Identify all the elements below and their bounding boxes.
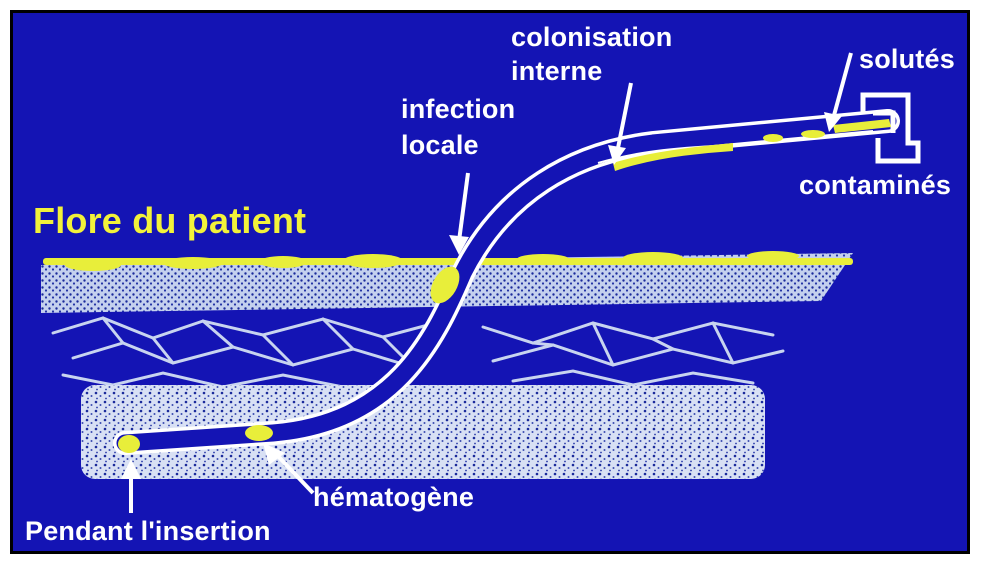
colonisation-label: colonisation [511,21,672,53]
solutes-label: solutés [859,43,955,75]
locale-label: locale [401,129,479,161]
hematogene-label: hématogène [313,481,474,513]
interne-label: interne [511,55,602,87]
diagram-frame: Flore du patient colonisation interne in… [10,10,970,554]
infection-label: infection [401,93,515,125]
contamines-label: contaminés [799,169,951,201]
patient-flora-label: Flore du patient [33,201,306,241]
insertion-label: Pendant l'insertion [25,515,271,547]
hematogenous-spot [245,425,273,441]
tip-colonisation [118,435,140,453]
